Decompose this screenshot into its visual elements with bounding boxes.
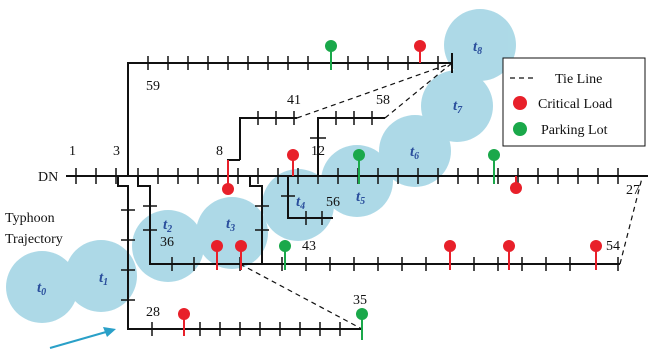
trajectory-arrow bbox=[49, 327, 116, 349]
legend: Tie Line Critical Load Parking Lot bbox=[502, 57, 646, 147]
critical-load-swatch bbox=[513, 96, 527, 110]
node-label-8: 8 bbox=[216, 144, 223, 159]
node-label-36: 36 bbox=[160, 235, 174, 250]
node-label-12: 12 bbox=[311, 144, 325, 159]
parking-lot-marker bbox=[325, 40, 337, 70]
typhoon-title-line1: Typhoon bbox=[5, 211, 55, 226]
critical-load-marker bbox=[414, 40, 426, 63]
node-label-28: 28 bbox=[146, 305, 160, 320]
typhoon-pos-t3: t3 bbox=[226, 216, 235, 234]
legend-item-critical-load: Critical Load bbox=[513, 96, 612, 112]
node-label-56: 56 bbox=[326, 195, 340, 210]
critical-load-marker bbox=[503, 240, 515, 270]
typhoon-title-line2: Trajectory bbox=[5, 232, 63, 247]
critical-loads bbox=[178, 40, 602, 336]
critical-load-marker bbox=[222, 160, 234, 195]
typhoon-pos-t6: t6 bbox=[410, 144, 419, 162]
typhoon-circles bbox=[6, 9, 516, 323]
parking-lot-marker bbox=[488, 149, 500, 184]
critical-load-marker bbox=[510, 176, 522, 194]
typhoon-circle-t6 bbox=[379, 115, 451, 187]
node-label-27: 27 bbox=[626, 183, 640, 198]
node-label-43: 43 bbox=[302, 239, 316, 254]
parking-lot-marker bbox=[356, 308, 368, 340]
node-label-58: 58 bbox=[376, 93, 390, 108]
node-label-35: 35 bbox=[353, 293, 367, 308]
node-label-59: 59 bbox=[146, 79, 160, 94]
typhoon-pos-t1: t1 bbox=[99, 270, 108, 288]
critical-load-marker bbox=[235, 240, 247, 270]
node-labels: DN 1 3 8 12 27 28 35 36 41 43 54 56 58 5… bbox=[38, 79, 640, 320]
critical-load-marker bbox=[444, 240, 456, 270]
parking-lot-swatch bbox=[513, 122, 527, 136]
node-label-41: 41 bbox=[287, 93, 301, 108]
typhoon-pos-t0: t0 bbox=[37, 280, 46, 298]
typhoon-pos-t5: t5 bbox=[356, 189, 365, 207]
typhoon-circle-t8 bbox=[444, 9, 516, 81]
typhoon-circle-t4 bbox=[262, 169, 334, 241]
critical-load-marker bbox=[211, 240, 223, 270]
typhoon-circle-t7 bbox=[421, 70, 493, 142]
typhoon-circle-t0 bbox=[6, 251, 78, 323]
typhoon-pos-t2: t2 bbox=[163, 217, 172, 235]
typhoon-circle-t5 bbox=[321, 145, 393, 217]
legend-item-tie-line: Tie Line bbox=[510, 72, 602, 87]
legend-critical-load-label: Critical Load bbox=[538, 97, 612, 112]
tie-lines bbox=[239, 62, 643, 330]
legend-parking-lot-label: Parking Lot bbox=[541, 123, 608, 138]
typhoon-circle-t1 bbox=[65, 240, 137, 312]
typhoon-labels: Typhoon Trajectory t0 t1 t2 t3 t4 t5 t6 … bbox=[5, 39, 482, 298]
critical-load-marker bbox=[178, 308, 190, 336]
parking-lot-marker bbox=[279, 240, 291, 270]
parking-lot-marker bbox=[353, 149, 365, 184]
node-label-54: 54 bbox=[606, 239, 620, 254]
node-label-3: 3 bbox=[113, 144, 120, 159]
bus-ticks bbox=[75, 56, 619, 336]
typhoon-pos-t8: t8 bbox=[473, 39, 482, 57]
source-label: DN bbox=[38, 170, 58, 185]
legend-item-parking-lot: Parking Lot bbox=[513, 122, 608, 138]
typhoon-pos-t7: t7 bbox=[453, 98, 463, 116]
legend-tie-line-label: Tie Line bbox=[555, 72, 602, 87]
node-label-1: 1 bbox=[69, 144, 76, 159]
critical-load-marker bbox=[287, 149, 299, 176]
critical-load-marker bbox=[590, 240, 602, 270]
typhoon-pos-t4: t4 bbox=[296, 194, 305, 212]
parking-lots bbox=[279, 40, 500, 340]
